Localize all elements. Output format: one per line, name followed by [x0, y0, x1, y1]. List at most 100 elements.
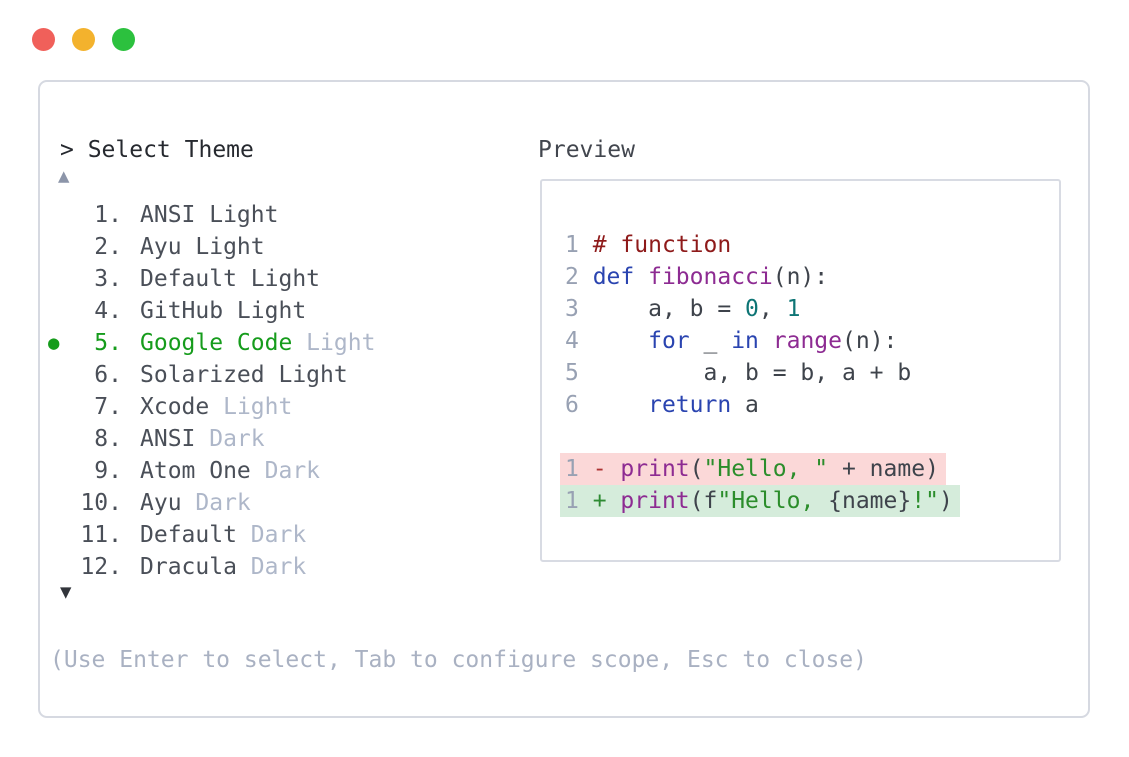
code-token-comment: # function: [592, 232, 732, 258]
theme-item-label: Dracula: [140, 554, 237, 580]
code-token-plain: a, b = b, a + b: [592, 360, 912, 386]
theme-item-variant: Dark: [236, 554, 307, 580]
theme-item-label: ANSI Light: [140, 202, 279, 228]
theme-item-variant: Dark: [236, 522, 307, 548]
code-token-plain: [593, 328, 648, 354]
line-number: 4: [565, 328, 593, 354]
code-token-ins: +: [592, 488, 621, 514]
code-token-string: "Hello,: [717, 488, 829, 514]
code-token-string: "Hello, ": [703, 456, 829, 482]
code-token-keyword: in: [731, 328, 759, 354]
theme-item-number: 6.: [94, 362, 122, 388]
line-number: 5: [565, 360, 593, 386]
selected-bullet-icon: [40, 199, 80, 231]
code-token-plain: (: [689, 456, 704, 482]
selected-bullet-icon: [40, 391, 80, 423]
theme-item-default[interactable]: 11. Default Dark: [40, 519, 500, 551]
selector-title: > Select Theme: [60, 137, 254, 163]
window-controls: [32, 28, 135, 51]
theme-item-label: Solarized Light: [140, 362, 348, 388]
code-token-plain: (n):: [842, 328, 898, 354]
code-line: 4 for _ in range(n):: [560, 325, 904, 357]
code-token-plain: _: [689, 328, 732, 354]
theme-item-number: 9.: [94, 458, 122, 484]
line-number: 2: [565, 264, 593, 290]
theme-item-atom-one[interactable]: 9. Atom One Dark: [40, 455, 500, 487]
theme-item-variant: Dark: [250, 458, 321, 484]
theme-selector-panel: > Select Theme ▲ 1. ANSI Light 2.Ayu Ligh…: [38, 80, 1090, 718]
theme-item-variant: Dark: [181, 490, 251, 516]
code-token-plain: [759, 328, 773, 354]
selected-bullet-icon: [40, 455, 80, 487]
code-token-number: 0: [745, 296, 759, 322]
code-token-plain: (n):: [772, 264, 829, 290]
maximize-window-button[interactable]: [112, 28, 135, 51]
code-token-plain: a, b =: [592, 296, 746, 322]
theme-item-ansi-light[interactable]: 1. ANSI Light: [40, 199, 500, 231]
selected-bullet-icon: [40, 263, 80, 295]
code-line: 1 + print(f"Hello, {name}!"): [560, 485, 960, 517]
code-line: 2 def fibonacci(n):: [560, 261, 835, 293]
theme-item-number: 1.: [94, 202, 122, 228]
code-token-func: fibonacci: [648, 264, 773, 290]
code-token-plain: ,: [758, 296, 787, 322]
theme-item-ayu[interactable]: 10. Ayu Dark: [40, 487, 500, 519]
scroll-up-icon[interactable]: ▲: [58, 165, 70, 187]
line-number: 1: [565, 232, 593, 258]
theme-item-label: Xcode: [140, 394, 210, 420]
theme-item-label: Google Code: [140, 330, 293, 356]
selected-bullet-icon: [40, 231, 80, 263]
theme-item-number: 12.: [80, 554, 122, 580]
theme-item-label: Atom One: [140, 458, 251, 484]
selected-bullet-icon: [40, 423, 80, 455]
theme-item-number: 3.: [94, 266, 122, 292]
line-number: 3: [565, 296, 593, 322]
theme-item-xcode[interactable]: 7. Xcode Light: [40, 391, 500, 423]
theme-item-number: 10.: [80, 490, 122, 516]
theme-list: 1. ANSI Light 2.Ayu Light 3. Default Light…: [40, 199, 500, 583]
code-token-plain: {name}: [828, 488, 912, 514]
theme-item-ayu-light[interactable]: 2.Ayu Light: [40, 231, 500, 263]
scroll-down-icon[interactable]: ▼: [60, 581, 72, 603]
theme-item-github-light[interactable]: 4. GitHub Light: [40, 295, 500, 327]
theme-item-number: 11.: [80, 522, 122, 548]
code-blank-line: [560, 421, 586, 453]
code-token-plain: (f: [689, 488, 718, 514]
theme-item-label: Default: [140, 522, 237, 548]
theme-item-number: 7.: [94, 394, 122, 420]
theme-item-number: 8.: [94, 426, 122, 452]
theme-item-solarized-light[interactable]: 6. Solarized Light: [40, 359, 500, 391]
code-token-del: -: [592, 456, 621, 482]
theme-item-variant: Light: [292, 330, 376, 356]
theme-item-variant: Light: [209, 394, 293, 420]
code-line: 5 a, b = b, a + b: [560, 357, 918, 389]
theme-item-number: 4.: [94, 298, 122, 324]
theme-item-label: Ayu: [140, 490, 182, 516]
code-token-func: print: [620, 456, 690, 482]
code-token-func: print: [620, 488, 690, 514]
line-number: 6: [565, 392, 593, 418]
selected-bullet-icon: [40, 359, 80, 391]
theme-item-dracula[interactable]: 12. Dracula Dark: [40, 551, 500, 583]
theme-item-label: Default Light: [140, 266, 321, 292]
code-token-plain: [593, 392, 648, 418]
theme-item-default-light[interactable]: 3. Default Light: [40, 263, 500, 295]
theme-item-label: ANSI: [140, 426, 196, 452]
theme-item-label: Ayu Light: [140, 234, 265, 260]
code-line: 1 # function: [560, 229, 738, 261]
close-window-button[interactable]: [32, 28, 55, 51]
code-token-plain: ): [938, 488, 953, 514]
code-line: 3 a, b = 0, 1: [560, 293, 807, 325]
selected-bullet-icon: [40, 295, 80, 327]
theme-item-number: 5.: [94, 330, 122, 356]
minimize-window-button[interactable]: [72, 28, 95, 51]
code-token-number: 1: [786, 296, 801, 322]
code-token-plain: + name): [828, 456, 939, 482]
line-number: 1: [565, 456, 593, 482]
theme-item-google-code[interactable]: ●5.Google Code Light: [40, 327, 500, 359]
code-token-keyword: return: [648, 392, 732, 418]
theme-item-ansi[interactable]: 8.ANSI Dark: [40, 423, 500, 455]
theme-item-label: GitHub Light: [140, 298, 307, 324]
